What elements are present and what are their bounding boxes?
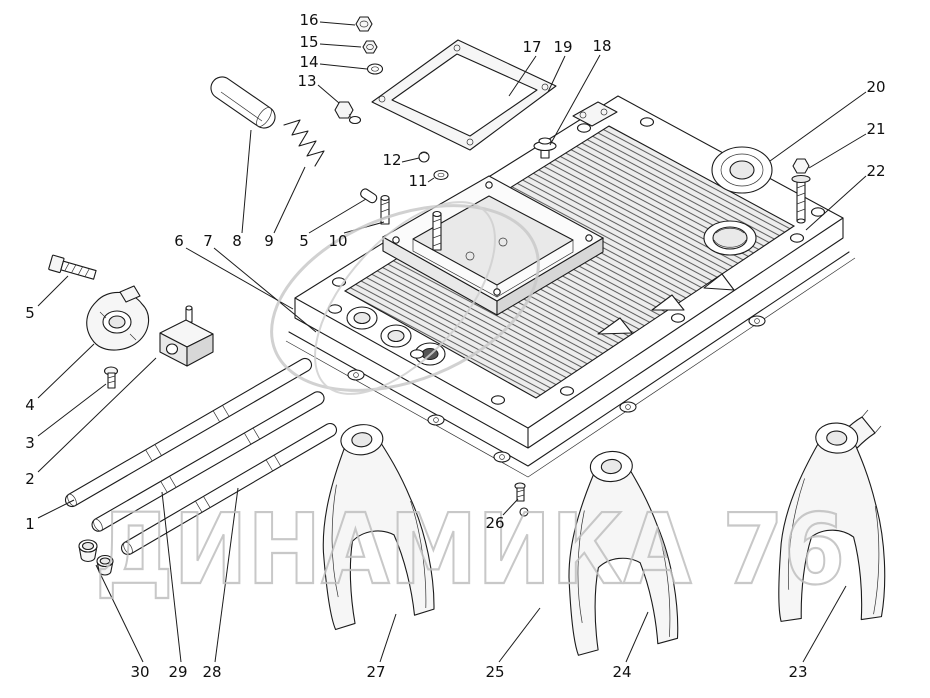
part-stud-10: [380, 195, 390, 225]
callout-20-7: 20: [866, 78, 886, 96]
part-rail-c: [120, 422, 338, 556]
leader-9: [273, 166, 306, 234]
callout-12-10: 12: [382, 151, 402, 169]
part-washer-11: [433, 169, 449, 181]
part-nut-16: [355, 16, 373, 32]
callout-17-4: 17: [522, 38, 542, 56]
callout-2-21: 2: [25, 470, 35, 488]
callout-5-16: 5: [299, 232, 309, 250]
leader-8: [241, 129, 252, 234]
callout-3-20: 3: [25, 434, 35, 452]
callout-18-6: 18: [592, 37, 612, 55]
callout-21-8: 21: [866, 120, 886, 138]
callout-29-25: 29: [168, 663, 188, 681]
part-fork-24: [560, 450, 681, 657]
part-bolt-21: [791, 158, 811, 224]
leader-12: [401, 157, 420, 163]
callout-24-29: 24: [612, 663, 632, 681]
part-gasket-17: [371, 39, 557, 151]
callout-13-3: 13: [297, 72, 317, 90]
part-screw-3: [103, 366, 119, 389]
leader-7: [213, 247, 317, 333]
part-top-cover: [285, 95, 856, 478]
part-cover-gasket: [285, 251, 856, 478]
part-bolt-5: [48, 254, 97, 280]
part-ball-12: [418, 151, 430, 163]
callout-8-14: 8: [232, 232, 242, 250]
callout-9-15: 9: [264, 232, 274, 250]
leader-13: [317, 84, 340, 104]
callout-26-23: 26: [485, 514, 505, 532]
leader-15: [319, 43, 362, 48]
callout-28-26: 28: [202, 663, 222, 681]
callout-15-1: 15: [299, 33, 319, 51]
leader-17: [508, 55, 537, 97]
leader-25: [498, 607, 541, 663]
leader-5: [37, 275, 69, 307]
callout-5-18: 5: [25, 304, 35, 322]
callout-4-19: 4: [25, 396, 35, 414]
leader-19: [547, 55, 566, 93]
leader-29: [161, 491, 182, 663]
leader-26: [502, 498, 519, 516]
leader-23: [802, 585, 847, 663]
leader-2: [37, 357, 157, 473]
callout-10-17: 10: [328, 232, 348, 250]
part-plug-13: [334, 101, 362, 125]
leader-14: [319, 63, 368, 70]
callout-7-13: 7: [203, 232, 213, 250]
part-nut-15: [362, 40, 378, 54]
leader-20: [769, 91, 867, 162]
watermark: ДИНАМИКА 76: [94, 201, 846, 607]
part-rail-b: [91, 391, 325, 532]
leader-18: [549, 54, 601, 146]
leader-1: [37, 499, 75, 519]
leader-4: [37, 343, 95, 399]
part-block-2: [159, 305, 214, 367]
part-fork-27: [311, 424, 438, 631]
callout-23-30: 23: [788, 663, 808, 681]
callout-27-27: 27: [366, 663, 386, 681]
callout-19-5: 19: [553, 38, 573, 56]
leader-lines: [37, 21, 867, 663]
leader-30: [95, 564, 144, 663]
leader-24: [625, 611, 649, 663]
part-rocker-4: [86, 285, 150, 351]
callout-11-11: 11: [408, 172, 428, 190]
watermark-text: ДИНАМИКА 76: [95, 493, 845, 606]
leader-22: [805, 175, 867, 231]
part-fork-23: [776, 409, 893, 628]
callout-6-12: 6: [174, 232, 184, 250]
part-caps-30: [78, 539, 114, 576]
leader-21: [808, 133, 867, 169]
part-plunger-8: [210, 76, 276, 129]
leader-28: [214, 487, 239, 663]
callout-22-9: 22: [866, 162, 886, 180]
leader-5: [308, 198, 367, 234]
callout-16-0: 16: [299, 11, 319, 29]
round-boss-20: [711, 146, 773, 194]
callout-30-24: 30: [130, 663, 150, 681]
part-spring-9: [283, 119, 325, 167]
leader-11: [427, 177, 435, 183]
leader-27: [379, 613, 397, 663]
part-rail-a: [64, 357, 313, 508]
part-screw-26: [514, 482, 529, 517]
part-pin-5b: [360, 188, 378, 204]
callout-14-2: 14: [299, 53, 319, 71]
callout-25-28: 25: [485, 663, 505, 681]
part-washer-14: [366, 63, 384, 75]
callout-1-22: 1: [25, 515, 35, 533]
leader-16: [319, 21, 356, 26]
leader-3: [37, 383, 107, 437]
threaded-bore-22: [703, 220, 757, 256]
